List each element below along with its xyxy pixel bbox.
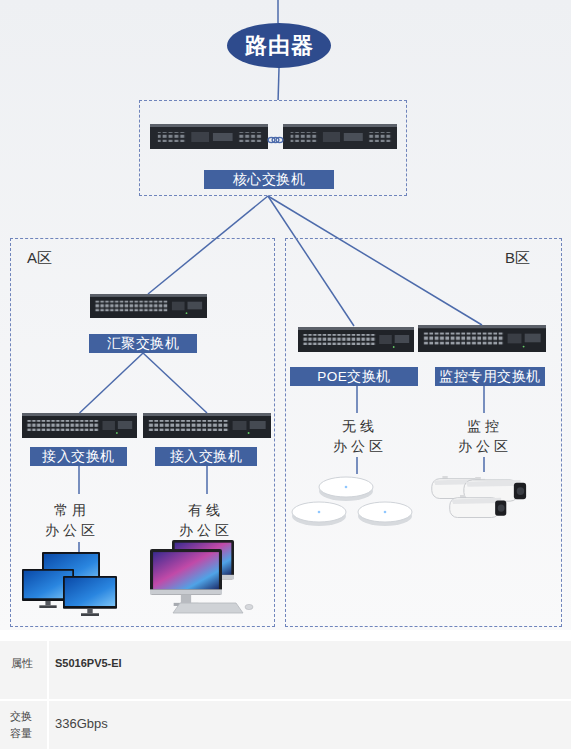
zone-box: B区 POE交换机监控专用交换机	[285, 238, 562, 627]
switch-node: 监控专用交换机	[418, 325, 546, 386]
link-line	[148, 196, 268, 294]
table-cell: 交换 容量	[10, 708, 37, 742]
router-label: 路由器	[227, 23, 331, 68]
area-label: 无线 办公区	[330, 416, 390, 456]
switch-label: 核心交换机	[204, 170, 334, 189]
link-line	[143, 353, 207, 413]
switch-label: POE交换机	[290, 367, 418, 386]
table-cell: S5016PV5-EI	[55, 655, 255, 671]
link-line	[80, 353, 144, 413]
switch-node: POE交换机	[290, 326, 418, 386]
switch-node: 接入交换机	[22, 413, 137, 466]
table-cell: 336Gbps	[55, 715, 255, 732]
link-line	[277, 68, 279, 100]
area-label: 有线 办公区	[176, 500, 236, 540]
table-cell: 属性	[11, 655, 45, 671]
switch-label: 接入交换机	[30, 447, 127, 466]
zone-box: A区汇聚交换机接入交换机 接入交换机	[10, 238, 275, 627]
zone-label: A区	[27, 248, 52, 268]
area-label: 监控 办公区	[455, 416, 515, 456]
link-line	[268, 196, 354, 326]
switch-label: 监控专用交换机	[435, 367, 545, 386]
core-switch-group: 核心交换机	[139, 100, 407, 196]
switch-label: 接入交换机	[155, 447, 257, 466]
zone-label: B区	[505, 248, 530, 268]
switch-label: 汇聚交换机	[89, 334, 197, 353]
router-ellipse: 路由器	[227, 23, 331, 68]
area-label: 常用 办公区	[42, 500, 102, 540]
switch-node: 汇聚交换机	[89, 294, 207, 353]
switch-node: 接入交换机	[143, 413, 271, 466]
link-line	[268, 196, 482, 325]
